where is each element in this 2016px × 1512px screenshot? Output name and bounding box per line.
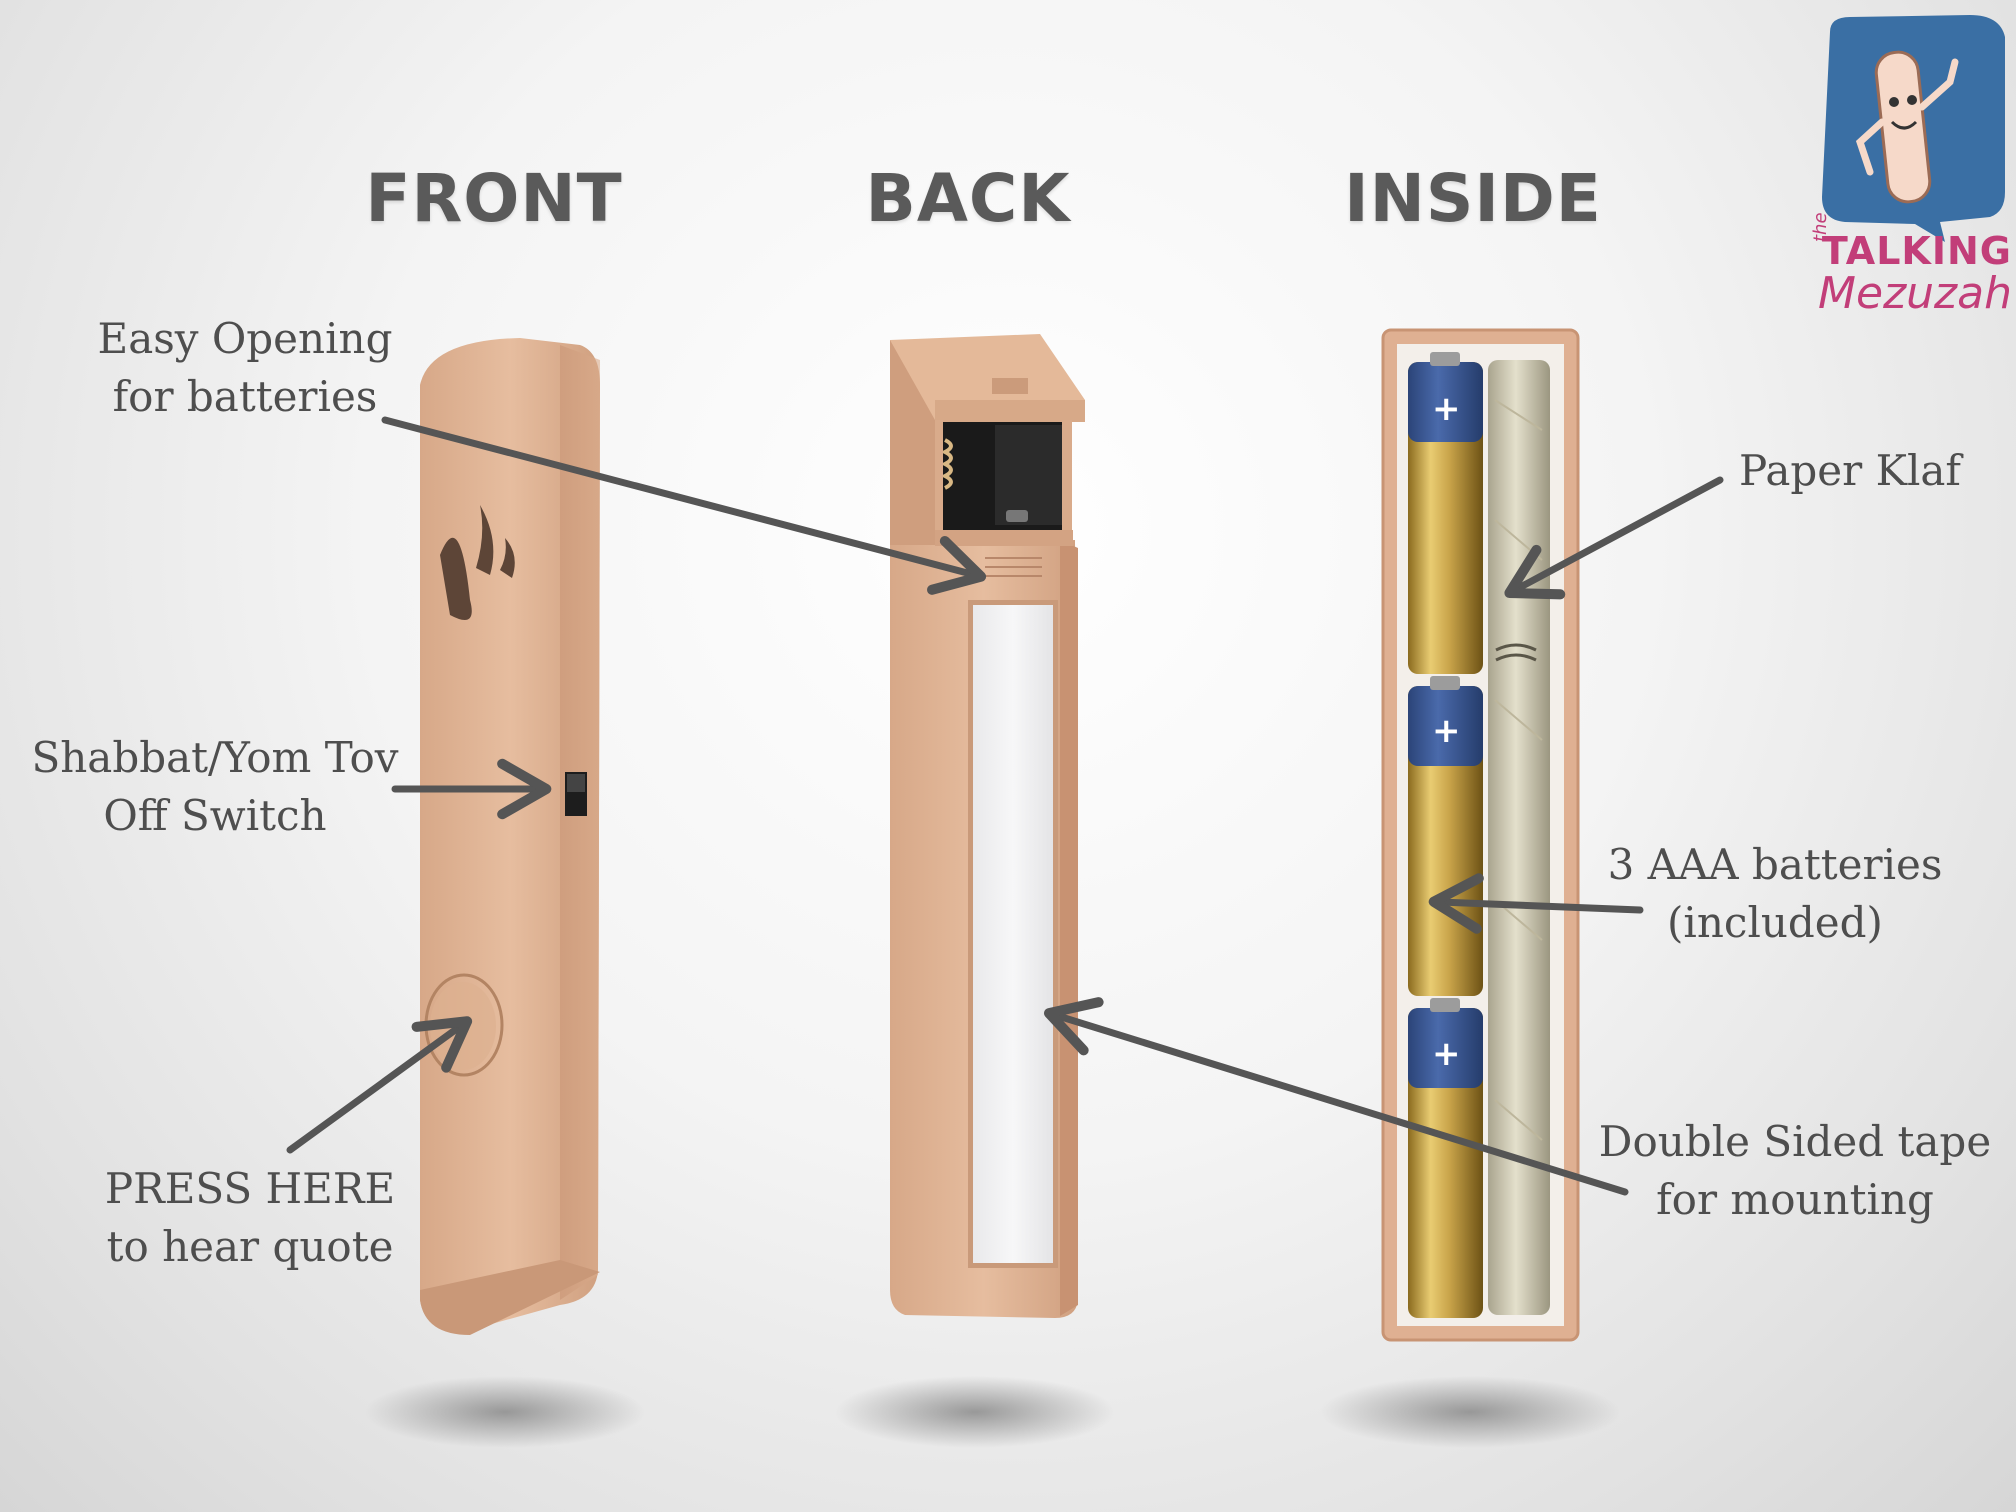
callout-line: Double Sided tape: [1598, 1117, 1992, 1166]
callout-line: for batteries: [112, 372, 378, 421]
easy-opening-arrow: [381, 416, 987, 595]
batteries-arrow: [1428, 873, 1644, 934]
inside-shadow: [1320, 1376, 1620, 1448]
paper-klaf-arrow: [1504, 476, 1724, 600]
svg-text:+: +: [1432, 389, 1461, 429]
callout-line: (included): [1667, 898, 1883, 947]
inside-view-title: INSIDE: [1344, 160, 1602, 237]
callout-line: to hear quote: [106, 1222, 394, 1271]
callout-line: Easy Opening: [97, 314, 393, 363]
paper-klaf-callout: Paper Klaf: [1730, 442, 1970, 500]
back-mezuzah: [890, 334, 1085, 1318]
tape-arrow: [1043, 997, 1629, 1196]
paper-klaf: [1488, 360, 1550, 1315]
front-mezuzah: [420, 338, 600, 1335]
back-view-title: BACK: [865, 160, 1071, 237]
svg-text:+: +: [1432, 1034, 1461, 1074]
front-view-title: FRONT: [365, 160, 623, 237]
callout-line: 3 AAA batteries: [1607, 840, 1943, 889]
off-switch-callout: Shabbat/Yom Tov Off Switch: [30, 729, 400, 845]
front-shadow: [365, 1376, 645, 1448]
logo-talking: TALKING: [1821, 229, 2012, 273]
back-shadow: [835, 1376, 1115, 1448]
callout-line: PRESS HERE: [104, 1164, 396, 1213]
callout-arrows: [286, 416, 1724, 1196]
aaa-battery-2: +: [1408, 676, 1483, 996]
callout-line: for mounting: [1656, 1175, 1934, 1224]
svg-text:+: +: [1432, 711, 1461, 751]
shin-cutout-icon: [440, 537, 472, 620]
brand-logo-text: the TALKING Mezuzah: [1810, 212, 2012, 319]
press-here-callout: PRESS HERE to hear quote: [95, 1160, 405, 1276]
inside-mezuzah: + + +: [1381, 328, 1580, 1342]
batteries-callout: 3 AAA batteries (included): [1590, 836, 1960, 952]
logo-the: the: [1810, 212, 1831, 242]
callout-line: Off Switch: [103, 791, 327, 840]
easy-opening-callout: Easy Opening for batteries: [80, 310, 410, 426]
talking-mezuzah-speech-bubble-icon: [1822, 15, 2005, 242]
callout-line: Shabbat/Yom Tov: [31, 733, 399, 782]
tape-callout: Double Sided tape for mounting: [1590, 1113, 2000, 1229]
press-here-arrow: [286, 1016, 473, 1154]
aaa-battery-3: +: [1408, 998, 1483, 1318]
logo-mezuzah: Mezuzah: [1818, 268, 2012, 319]
callout-line: Paper Klaf: [1739, 446, 1961, 495]
double-sided-tape: [973, 605, 1053, 1263]
aaa-battery-1: +: [1408, 352, 1483, 674]
